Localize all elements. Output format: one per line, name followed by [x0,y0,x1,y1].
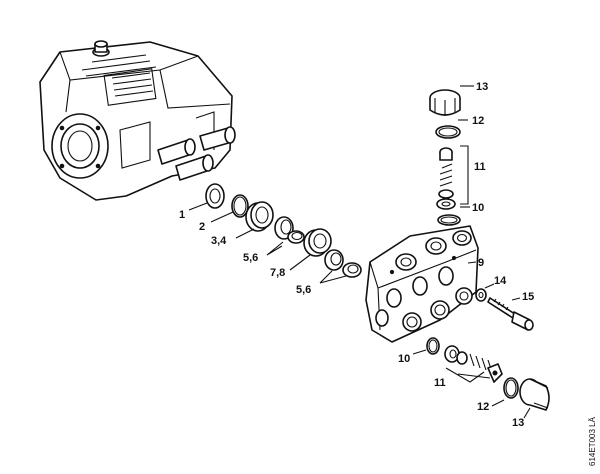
callout-13-top: 13 [476,81,488,93]
callout-5-6-lower: 5,6 [296,284,311,296]
valve-housing-9 [365,225,479,343]
figure-reference-code: 614ET003 LÄ [588,416,597,466]
seal-ring-5-6-lower [324,249,344,271]
callout-14: 14 [494,275,507,287]
washer-14 [475,288,487,302]
callout-9: 9 [478,257,484,269]
callout-10-top: 10 [472,202,484,214]
callout-12-top: 12 [472,115,484,127]
callout-10-bottom: 10 [398,353,410,365]
seal-ring-5-6-lower-b [342,262,362,278]
callout-13-bottom: 13 [512,417,524,429]
callout-2: 2 [199,221,205,233]
callout-12-bottom: 12 [477,401,489,413]
seal-sleeve-7-8 [303,228,332,257]
screw-plug-13-top [429,89,461,116]
callout-1: 1 [179,209,185,221]
o-ring-10-top [437,214,461,226]
callout-7-8: 7,8 [270,267,285,279]
callout-15: 15 [522,291,534,303]
screw-plug-13-bottom [519,378,550,411]
valve-11-bottom [444,345,503,383]
seal-sleeve-3-4 [245,201,274,232]
callout-labels: 1 2 3,4 5,6 7,8 5,6 9 13 12 11 10 14 15 … [179,81,534,429]
pump-crankcase-housing [39,40,236,201]
callout-11-bottom: 11 [434,377,446,389]
callout-5-6-upper: 5,6 [243,252,258,264]
seal-ring-1 [205,183,225,209]
valve-11-top [436,147,456,210]
bolt-15 [487,297,534,331]
seal-ring-5-6-upper-b [287,230,305,244]
callout-3-4: 3,4 [211,235,227,247]
callout-11-top: 11 [474,161,486,173]
leader-lines [188,85,531,419]
o-ring-10-bottom [426,337,440,355]
o-ring-12-bottom [503,377,519,399]
o-ring-12-top [435,125,461,139]
o-ring-2 [231,194,249,218]
